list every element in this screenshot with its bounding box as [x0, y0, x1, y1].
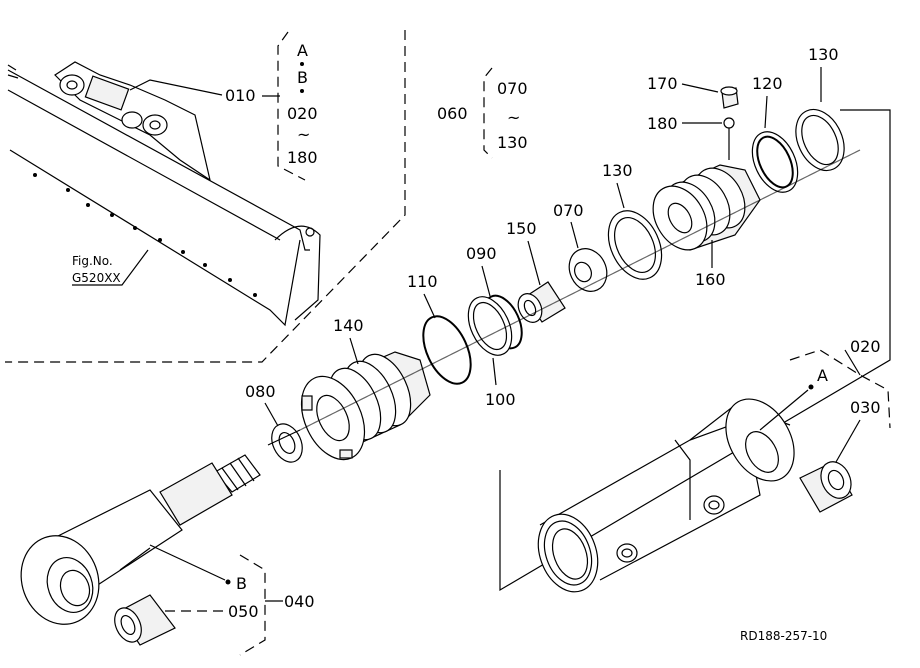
part-label-130-right: 130	[808, 45, 839, 64]
bushing-070	[568, 248, 608, 292]
part-label-130-left: 130	[602, 161, 633, 180]
fig-no-label: Fig.No.	[72, 254, 113, 268]
set-screw-170	[720, 86, 739, 109]
part-label-120: 120	[752, 74, 783, 93]
piston-160	[652, 164, 761, 251]
part-label-030: 030	[850, 398, 881, 417]
part-label-140: 140	[333, 316, 364, 335]
inset-border	[5, 30, 406, 363]
part-label-090: 090	[466, 244, 497, 263]
part-label-070-group: 070	[497, 79, 528, 98]
letter-b: B	[236, 574, 247, 593]
letter-a: A	[817, 366, 828, 385]
part-label-020-top: 020	[287, 104, 318, 123]
inset-blade-view: 010 A B 020 ~ 180 Fig.No. G520XX	[5, 30, 406, 363]
part-label-050: 050	[228, 602, 259, 621]
dust-seal-080	[271, 423, 303, 463]
part-label-070: 070	[553, 201, 584, 220]
brace-020-group	[789, 349, 891, 429]
part-label-060: 060	[437, 104, 468, 123]
part-label-130-group: 130	[497, 133, 528, 152]
part-label-150: 150	[506, 219, 537, 238]
oring-110	[422, 315, 472, 385]
bushing-050	[114, 594, 176, 646]
group-frame	[499, 109, 891, 592]
brace-010-group	[277, 31, 306, 181]
part-label-180: 180	[647, 114, 678, 133]
part-label-160: 160	[695, 270, 726, 289]
bushing-030	[799, 461, 853, 513]
drawing-code: RD188-257-10	[740, 629, 827, 643]
ball-180	[723, 117, 735, 129]
piston-rod-040	[20, 429, 301, 625]
brace-060-group	[483, 67, 493, 159]
wear-ring-130-right	[795, 108, 845, 172]
tilde-top: ~	[297, 125, 310, 144]
blade-bolt-holes	[33, 173, 257, 297]
wear-ring-130-left	[607, 210, 663, 280]
part-label-010: 010	[225, 86, 256, 105]
letter-a-top: A	[297, 41, 308, 60]
inset-cylinder	[7, 61, 211, 182]
part-label-100: 100	[485, 390, 516, 409]
cylinder-tube-020	[537, 398, 795, 593]
part-label-110: 110	[407, 272, 438, 291]
part-label-040: 040	[284, 592, 315, 611]
letter-b-top: B	[297, 68, 308, 87]
brace-040-group	[239, 554, 266, 656]
part-label-180-top: 180	[287, 148, 318, 167]
spacer-150	[517, 281, 566, 323]
part-label-020: 020	[850, 337, 881, 356]
tilde-mid: ~	[507, 108, 520, 127]
part-label-080: 080	[245, 382, 276, 401]
leader-010	[129, 79, 223, 96]
fig-code-label: G520XX	[72, 271, 121, 285]
gland-140	[300, 351, 431, 461]
part-label-170: 170	[647, 74, 678, 93]
